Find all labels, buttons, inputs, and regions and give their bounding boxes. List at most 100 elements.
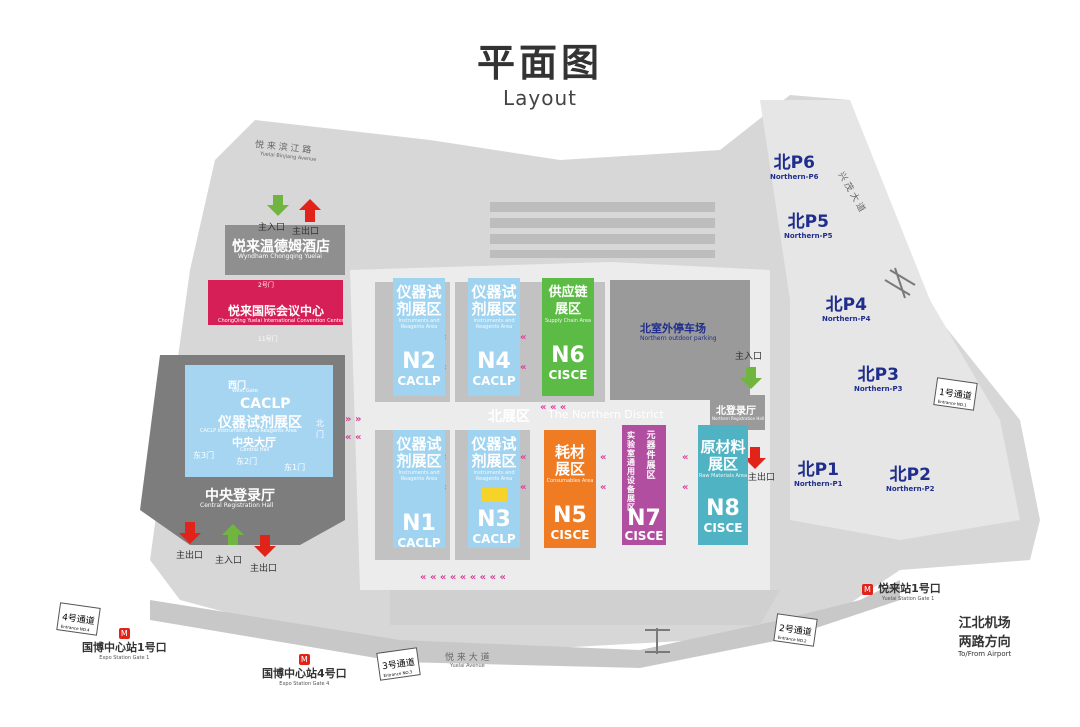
hall-N6-code: N6 bbox=[551, 343, 585, 368]
hall-N3-en: Instruments and Reagents Area bbox=[473, 470, 515, 482]
north-parking-lots bbox=[490, 202, 715, 258]
station-yuelai-1: M 悦来站1号口 Yuelai Station Gate 1 bbox=[862, 577, 941, 602]
hall-N3-org: CACLP bbox=[472, 532, 516, 546]
bottom-gate-arrows bbox=[179, 522, 276, 557]
hotel-name-en: Wyndham Chongqing Yuelai bbox=[238, 253, 322, 260]
north-registration-label-en: Northern Registration Hall bbox=[712, 416, 765, 421]
central-registration: 中央登录厅 bbox=[205, 488, 275, 504]
hall-N4[interactable]: 仪器试 剂展区 Instruments and Reagents Area N4… bbox=[468, 278, 520, 396]
convention-gate-2: 2号门 bbox=[258, 282, 274, 289]
north-exit-arrow bbox=[744, 447, 766, 469]
svg-text:«: « bbox=[600, 452, 606, 463]
east-2-gate: 东2门 bbox=[236, 457, 258, 466]
hotel-building bbox=[225, 225, 345, 275]
outdoor-parking-building bbox=[610, 280, 750, 400]
airport-en: To/From Airport bbox=[958, 650, 1012, 658]
hall-N7[interactable]: 实验室通用设备展区 元器件展区 N7 CISCE bbox=[622, 425, 666, 545]
north-entrance-arrow bbox=[740, 367, 762, 389]
northern-district-label-en: The Northern District bbox=[548, 408, 664, 421]
central-registration-en: Central Registration Hall bbox=[200, 502, 274, 509]
parking-P4-en: Northern-P4 bbox=[822, 315, 871, 323]
station-expo-1-cn: 国博中心站1号口 bbox=[82, 641, 167, 654]
airport-cn-2: 两路方向 bbox=[958, 635, 1011, 650]
hall-N8[interactable]: 原材料 展区 Raw Materials Area N8 CISCE bbox=[698, 425, 748, 545]
hall-N3-sponsor-logo bbox=[481, 488, 507, 502]
svg-text:« « « « « « « « «: « « « « « « « « « bbox=[420, 572, 506, 583]
hall-N3[interactable]: 仪器试 剂展区 Instruments and Reagents Area N3… bbox=[468, 430, 520, 548]
hall-N2[interactable]: 仪器试 剂展区 Instruments and Reagents Area N2… bbox=[393, 278, 445, 396]
hall-N2-en: Instruments and Reagents Area bbox=[398, 318, 440, 330]
hall-N7-cn1: 实验室通用设备展区 bbox=[627, 431, 635, 512]
svg-text:« «: « « bbox=[345, 432, 361, 443]
metro-icon: M bbox=[118, 628, 130, 639]
hall-N2-cn2: 剂展区 bbox=[396, 300, 442, 318]
outdoor-parking-label-en: Northern outdoor parking bbox=[640, 335, 717, 342]
hall-N1[interactable]: 仪器试 剂展区 Instruments and Reagents Area N1… bbox=[393, 430, 445, 550]
hall-N6-en: Supply Chain Area bbox=[544, 318, 591, 324]
north-gate: 北门 bbox=[316, 419, 324, 439]
central-hall-floor bbox=[185, 365, 333, 477]
hall-N5-en: Consumables Area bbox=[546, 478, 594, 484]
south-road-label: 悦 来 大 道 bbox=[445, 653, 490, 663]
bridge-icons bbox=[645, 267, 916, 654]
hall-N7-code: N7 bbox=[627, 506, 661, 531]
hall-N5-org: CISCE bbox=[550, 528, 590, 542]
parking-P6-cn: 北P6 bbox=[773, 153, 815, 173]
parking-P2-en: Northern-P2 bbox=[886, 485, 935, 493]
hall-N7-org: CISCE bbox=[624, 529, 664, 543]
north-registration-label: 北登录厅 bbox=[716, 406, 756, 417]
east-3-gate: 东3门 bbox=[193, 451, 215, 460]
convention-name-en: ChongQing Yuelai International Conventio… bbox=[218, 318, 344, 324]
top-exit-label: 主出口 bbox=[292, 227, 320, 237]
south-lot bbox=[390, 590, 780, 625]
top-gate-arrows bbox=[267, 195, 321, 222]
hall-N8-en: Raw Materials Area bbox=[698, 473, 748, 479]
central-atrium: 中央大厅 bbox=[232, 436, 276, 449]
hall-N6[interactable]: 供应链 展区 Supply Chain Area N6 CISCE bbox=[542, 278, 594, 396]
top-entrance-label: 主入口 bbox=[258, 223, 286, 233]
west-gate-label-en: West Gate bbox=[232, 388, 258, 394]
hotel-name: 悦来温德姆酒店 bbox=[232, 239, 330, 255]
east-lawn bbox=[760, 100, 1020, 540]
airport-cn-1: 江北机场 bbox=[958, 616, 1011, 631]
svg-text:« « «: « « « bbox=[540, 402, 566, 413]
parking-P1-en: Northern-P1 bbox=[794, 480, 843, 488]
hall-N8-org: CISCE bbox=[703, 521, 743, 535]
hall-N8-code: N8 bbox=[706, 496, 740, 521]
hall-N3-cn2: 剂展区 bbox=[471, 452, 517, 470]
station-yuelai-1-en: Yuelai Station Gate 1 bbox=[882, 596, 935, 602]
svg-text:«: « bbox=[520, 452, 526, 463]
hall-N5[interactable]: 耗材 展区 Consumables Area N5 CISCE bbox=[544, 430, 596, 548]
hall-N8-cn1: 原材料 bbox=[700, 438, 746, 456]
svg-text:«: « bbox=[682, 482, 688, 493]
station-expo-4: M 国博中心站4号口 Expo Station Gate 4 bbox=[262, 654, 347, 687]
hall-N5-code: N5 bbox=[553, 503, 587, 528]
airport-direction: 江北机场 两路方向 To/From Airport bbox=[958, 612, 1011, 658]
north-exit-label: 主出口 bbox=[748, 473, 776, 483]
hall-N4-cn1: 仪器试 bbox=[471, 283, 517, 301]
parking-P6-en: Northern-P6 bbox=[770, 173, 819, 181]
hall-N3-cn1: 仪器试 bbox=[471, 435, 517, 453]
west-gate-label: 西门 bbox=[228, 381, 247, 391]
east-1-gate: 东1门 bbox=[284, 463, 306, 472]
central-zone-name-en: CACLP Instruments and Reagents Area bbox=[200, 428, 297, 434]
hall-N7-cn2: 元器件展区 bbox=[646, 431, 656, 481]
hall-N4-cn2: 剂展区 bbox=[471, 300, 517, 318]
hall-N5-cn1: 耗材 bbox=[554, 443, 585, 461]
hall-N3-code: N3 bbox=[477, 507, 511, 532]
parking-P2-cn: 北P2 bbox=[889, 465, 931, 485]
page-title: 平面图 bbox=[476, 41, 603, 85]
hall-N1-en: Instruments and Reagents Area bbox=[398, 470, 440, 482]
hall-N2-code: N2 bbox=[402, 349, 436, 374]
svg-text:«: « bbox=[600, 482, 606, 493]
parking-P3-en: Northern-P3 bbox=[854, 385, 903, 393]
north-registration-building bbox=[710, 395, 765, 430]
svg-text:» »: » » bbox=[345, 414, 361, 425]
